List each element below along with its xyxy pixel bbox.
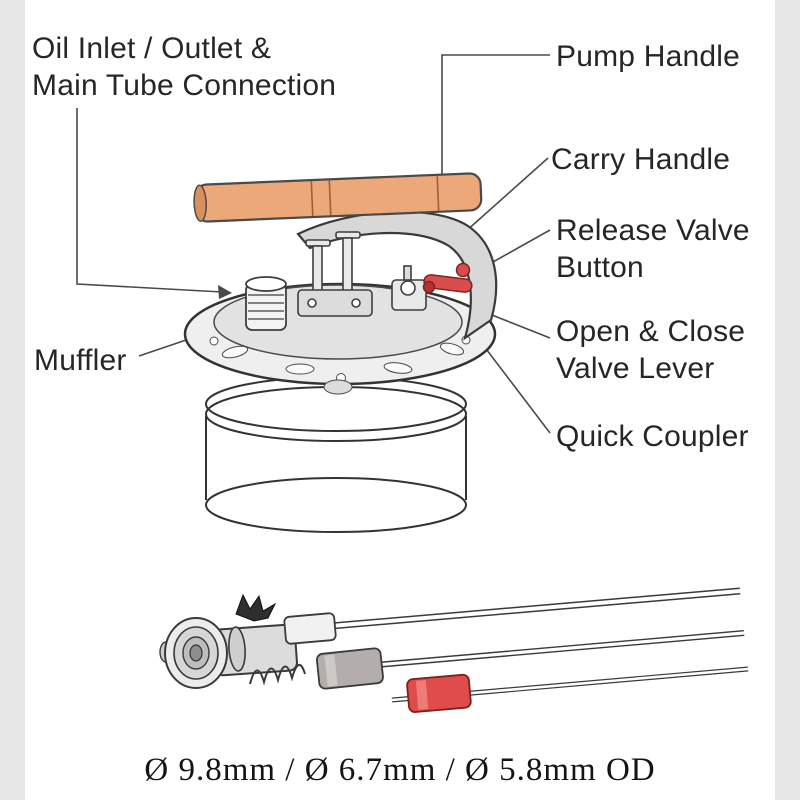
leader-carry-handle [455,157,549,241]
flange-bolt [209,336,219,346]
leader-lines [76,54,551,434]
leader-oil-inlet-arrow [218,285,232,299]
label-muffler: Muffler [34,344,127,377]
label-oil-inlet: Oil Inlet / Outlet & Main Tube Connectio… [32,30,336,104]
muffler-part [245,276,287,331]
right-margin-strip [775,0,800,800]
leader-pump-handle [441,54,550,174]
quick-coupler-assembly [159,593,337,689]
gray-connector [315,647,384,690]
label-open-close-line2: Valve Lever [556,352,715,385]
valve-block [391,265,427,311]
tube-98 [295,587,741,633]
label-release-valve-line2: Button [556,251,644,284]
lever-pivot [422,280,436,294]
leader-oil-inlet [76,108,223,293]
label-release-valve-line1: Release Valve [556,214,750,247]
red-connector [406,673,472,713]
leader-quick-coupler [476,336,551,434]
label-release-valve: Release Valve Button [556,212,750,286]
label-carry-handle: Carry Handle [551,143,731,176]
label-quick-coupler: Quick Coupler [556,420,749,453]
pump-mechanism [245,231,473,331]
flange-slot [383,362,413,374]
dimension-text: Ø 9.8mm / Ø 6.7mm / Ø 5.8mm OD [144,752,656,788]
pump-handle-bar [193,172,483,223]
coupler-spring [249,664,306,686]
leader-muffler [138,337,193,357]
tube-67 [329,630,745,672]
coupler-collar [228,626,246,672]
label-oil-inlet-line2: Main Tube Connection [32,69,337,102]
flange-slot [221,345,249,359]
label-open-close-line1: Open & Close [556,315,746,348]
wing-nut [323,379,353,395]
pump-shaft-posts [297,231,373,317]
lock-tab-star [235,593,277,622]
label-open-close: Open & Close Valve Lever [556,313,745,387]
left-margin-strip [0,0,25,800]
flange-slot [439,342,465,356]
release-valve-button [455,262,471,278]
open-close-valve-lever [423,274,473,293]
label-oil-inlet-line1: Oil Inlet / Outlet & [32,32,272,65]
label-pump-handle: Pump Handle [556,40,740,73]
flange-slot [285,363,315,375]
canister-neck [205,376,467,533]
tube-98-sleeve [283,612,337,645]
